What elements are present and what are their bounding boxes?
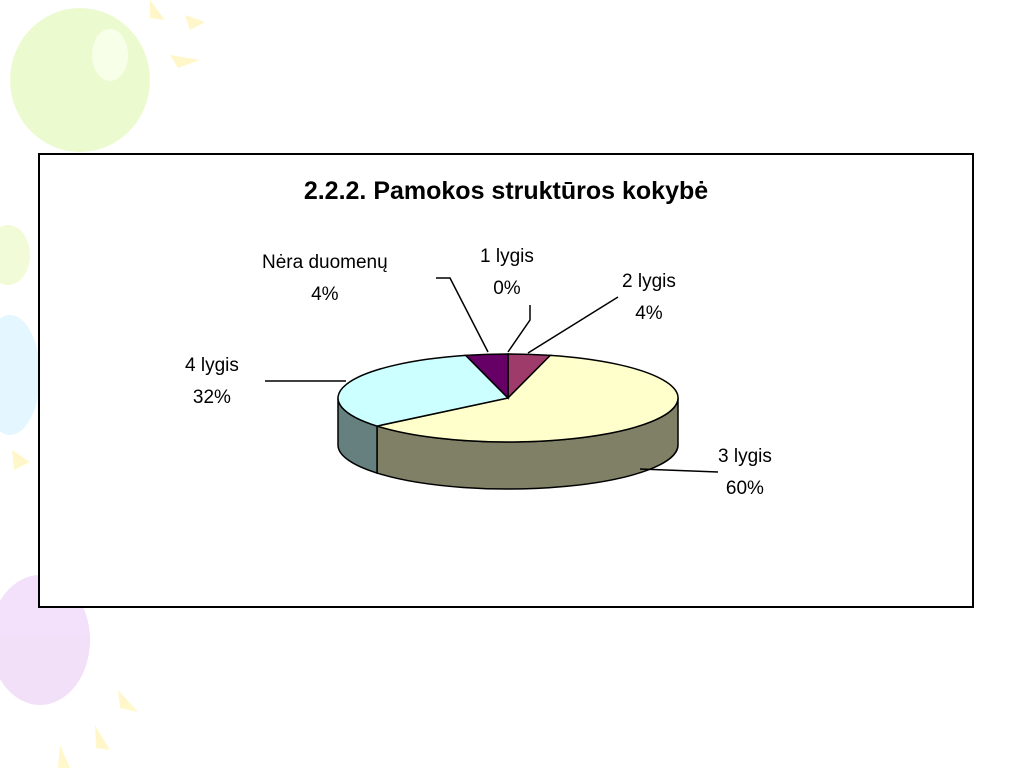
star-yellow — [12, 450, 30, 470]
balloon-green-highlight — [92, 29, 128, 81]
slice-label-2: 3 lygis 60% — [718, 441, 772, 505]
slice-label-0: 1 lygis 0% — [480, 241, 534, 305]
slice-category: 4 lygis — [185, 355, 239, 376]
star-yellow — [150, 0, 165, 20]
slice-percent: 4% — [635, 303, 663, 324]
star-yellow — [58, 745, 70, 768]
pie-chart — [265, 277, 719, 490]
balloon-blue — [0, 315, 40, 435]
pie-slice-4 — [464, 353, 509, 400]
star-yellow — [95, 725, 110, 750]
slice-category: 2 lygis — [622, 271, 676, 292]
chart-title: 2.2.2. Pamokos struktūros kokybė — [303, 177, 709, 205]
slice-percent: 4% — [311, 284, 339, 305]
chart-frame: 2.2.2. Pamokos struktūros kokybė 1 lygis… — [38, 153, 974, 608]
slice-percent: 0% — [493, 278, 521, 299]
leader-lines — [265, 277, 719, 473]
slice-percent: 60% — [725, 478, 764, 499]
slice-category: 3 lygis — [718, 446, 772, 467]
leader-line-2 — [639, 468, 719, 473]
leader-line-0 — [507, 305, 531, 353]
star-yellow — [185, 15, 205, 30]
slice-percent: 32% — [192, 387, 231, 408]
pie-tops — [337, 353, 679, 443]
slice-label-3: 4 lygis 32% — [185, 350, 239, 414]
star-yellow — [118, 690, 138, 712]
balloon-green — [10, 8, 150, 152]
leader-line-4 — [436, 277, 489, 353]
slice-category: 1 lygis — [480, 246, 534, 267]
pie-slice-3 — [337, 354, 510, 427]
slice-label-1: 2 lygis 4% — [622, 266, 676, 330]
leader-line-1 — [527, 296, 619, 354]
slice-category: Nėra duomenų — [262, 252, 388, 273]
star-yellow — [170, 55, 200, 68]
balloon-lime — [0, 225, 30, 285]
pie-slice-2 — [374, 354, 679, 443]
slice-label-4: Nėra duomenų 4% — [262, 247, 388, 311]
